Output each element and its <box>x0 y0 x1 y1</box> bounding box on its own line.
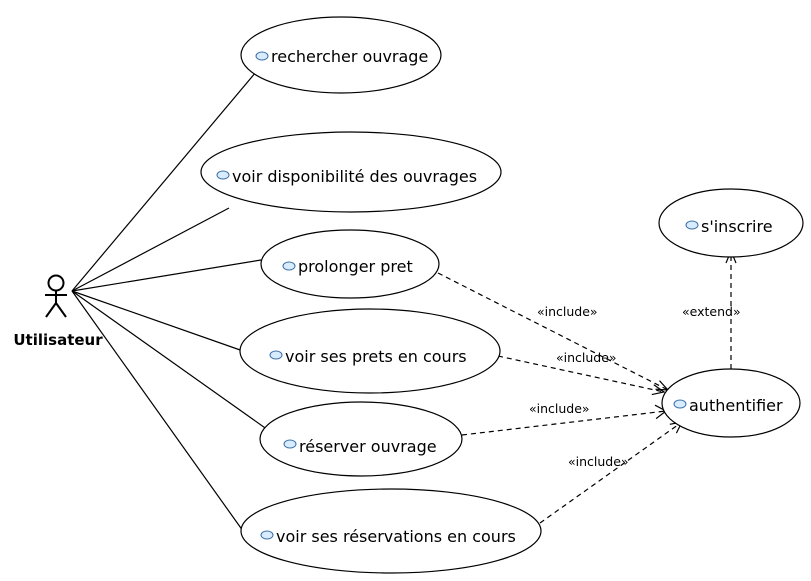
use-case-disponibilite[interactable]: voir disponibilité des ouvrages <box>200 131 502 213</box>
use-case-icon <box>260 530 274 540</box>
use-case-label: voir ses prets en cours <box>285 347 467 366</box>
use-case-ellipse <box>240 488 542 574</box>
stereotype-include-prets: «include» <box>556 350 617 365</box>
use-case-label: voir ses réservations en cours <box>276 527 516 546</box>
use-case-label: voir disponibilité des ouvrages <box>232 167 477 186</box>
use-case-inscrire[interactable]: s'inscrire <box>658 188 804 258</box>
association-prets <box>71 290 244 352</box>
use-case-reserver[interactable]: réserver ouvrage <box>259 401 463 477</box>
use-case-label: authentifier <box>689 396 783 415</box>
actor-name: Utilisateur <box>13 331 103 349</box>
use-case-ellipse <box>661 368 801 438</box>
use-case-rechercher[interactable]: rechercher ouvrage <box>240 16 442 94</box>
use-case-ellipse <box>658 188 804 258</box>
include-arrow-prolonger <box>437 272 669 391</box>
association-disponibilite <box>71 207 230 292</box>
use-case-label: rechercher ouvrage <box>271 47 428 66</box>
stereotype-include-reserver: «include» <box>529 401 590 416</box>
include-arrow-prets <box>497 355 665 393</box>
stereotype-include-prolonger: «include» <box>537 304 598 319</box>
actor-right-leg <box>55 302 67 318</box>
include-arrow-reserver <box>461 410 667 436</box>
use-case-prets[interactable]: voir ses prets en cours <box>239 308 501 394</box>
association-reserver <box>71 290 269 431</box>
use-case-label: prolonger pret <box>298 257 413 276</box>
use-case-ellipse <box>239 308 501 394</box>
actor-utilisateur[interactable]: Utilisateur <box>13 274 103 350</box>
associations <box>71 71 269 532</box>
use-case-icon <box>269 350 283 360</box>
actor-head <box>47 274 65 292</box>
use-case-ellipse <box>259 401 463 477</box>
use-case-label: s'inscrire <box>701 217 773 236</box>
use-case-icon <box>685 220 699 230</box>
use-case-ellipse <box>200 131 502 213</box>
stereotype-include-reservations: «include» <box>568 454 629 469</box>
use-case-icon <box>282 261 296 271</box>
use-case-label: réserver ouvrage <box>299 437 437 456</box>
association-reservations <box>71 290 244 532</box>
stereotypes: «include» «include» «include» «include» … <box>529 304 741 469</box>
use-case-icon <box>673 399 687 409</box>
actor-left-leg <box>45 302 57 318</box>
arrowhead-prolonger <box>655 380 670 391</box>
association-prolonger <box>71 259 262 292</box>
association-rechercher <box>71 71 257 292</box>
use-case-icon <box>216 170 230 180</box>
include-arrow-reservations <box>539 421 683 524</box>
use-case-icon <box>255 51 269 61</box>
use-case-ellipse <box>240 16 442 94</box>
use-case-authentifier[interactable]: authentifier <box>661 368 801 438</box>
use-case-ellipse <box>260 229 440 299</box>
use-case-icon <box>283 439 297 449</box>
dependencies <box>437 249 737 524</box>
use-case-prolonger[interactable]: prolonger pret <box>260 229 440 299</box>
stereotype-extend-inscrire: «extend» <box>682 304 741 319</box>
use-case-reservations[interactable]: voir ses réservations en cours <box>240 488 542 574</box>
arrowhead-prets <box>651 384 666 396</box>
